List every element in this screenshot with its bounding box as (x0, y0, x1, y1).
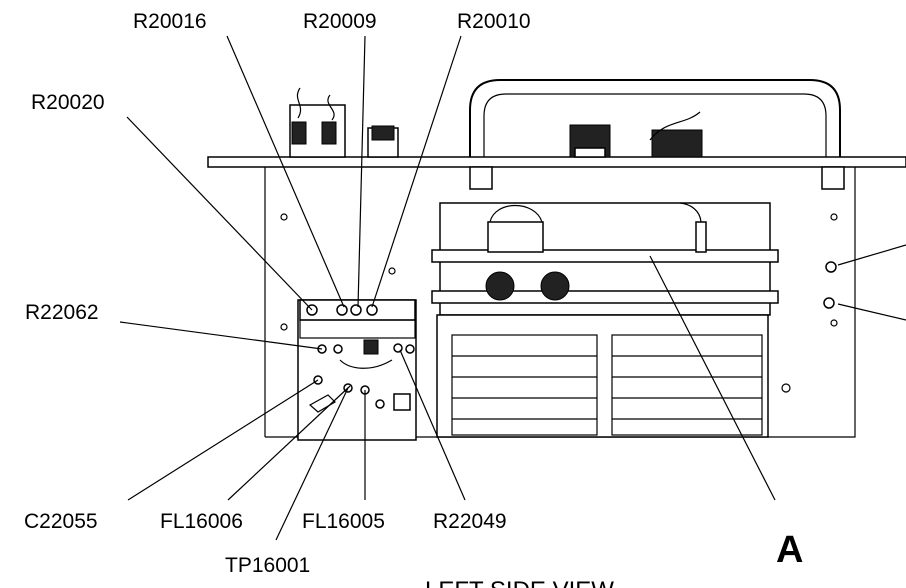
callout-c22055: C22055 (24, 510, 98, 533)
component-board (297, 299, 417, 441)
callout-fl16005: FL16005 (302, 510, 385, 533)
callout-r20016: R20016 (133, 10, 207, 33)
callout-a: A (776, 529, 803, 571)
assembly-a (431, 202, 779, 438)
leader-lines (119, 35, 906, 541)
carry-handle (469, 79, 845, 190)
side-fasteners (823, 261, 837, 309)
callout-tp16001: TP16001 (225, 554, 310, 577)
callout-r22049: R22049 (433, 510, 507, 533)
callout-r20020: R20020 (31, 91, 105, 114)
view-title: LEFT SIDE VIEW (425, 577, 614, 588)
callout-r22062: R22062 (25, 301, 99, 324)
callout-r20010: R20010 (457, 10, 531, 33)
callout-fl16006: FL16006 (160, 510, 243, 533)
callout-r20009: R20009 (303, 10, 377, 33)
top-connectors (289, 87, 703, 158)
